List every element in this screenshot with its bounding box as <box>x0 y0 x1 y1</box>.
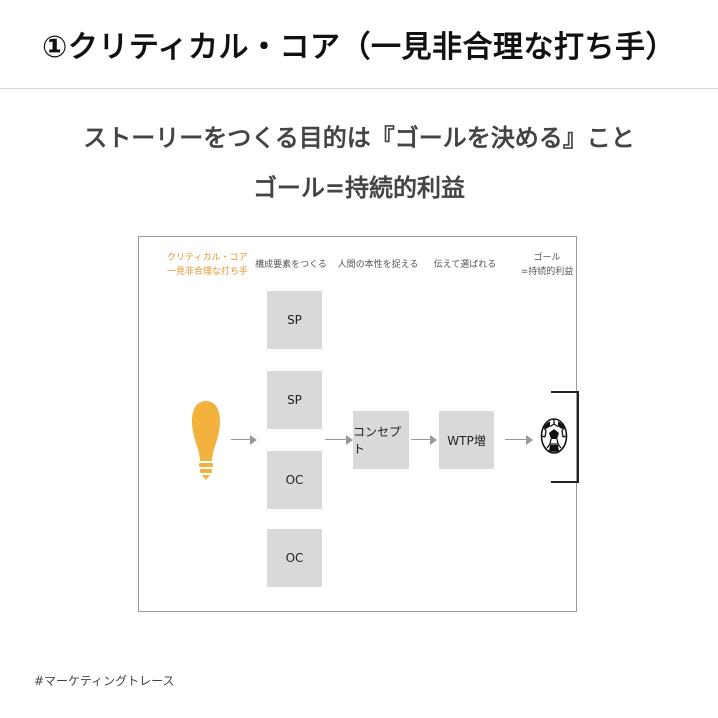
lightbulb-icon <box>192 401 220 480</box>
arrow-wtp-to-goal <box>505 435 533 445</box>
header-goal-line2: =持続的利益 <box>520 267 574 277</box>
arrow-elements-to-concept <box>325 435 353 445</box>
soccer-ball-icon <box>540 418 568 454</box>
header-critical-core: クリティカル・コア 一見非合理な打ち手 <box>167 251 249 279</box>
header-critical-core-line2: 一見非合理な打ち手 <box>167 267 249 277</box>
oc-box-1: OC <box>267 451 322 509</box>
arrow-core-to-elements <box>231 435 257 445</box>
header-concept: 人間の本性を捉える <box>337 260 419 270</box>
subtitle-line-1: ストーリーをつくる目的は『ゴールを決める』こと <box>83 124 635 152</box>
goal-bracket <box>551 391 579 483</box>
header-goal-line1: ゴール <box>533 253 561 263</box>
header-critical-core-line1: クリティカル・コア <box>167 253 248 263</box>
slide-title: ①クリティカル・コア（一見非合理な打ち手） <box>41 30 677 65</box>
subtitle-line-2: ゴール=持続的利益 <box>252 174 466 202</box>
wtp-box: WTP増 <box>439 411 494 469</box>
concept-box: コンセプト <box>353 411 409 469</box>
sp-box-2: SP <box>267 371 322 429</box>
header-wtp: 伝えて選ばれる <box>433 260 497 270</box>
header-goal: ゴール =持続的利益 <box>507 251 587 279</box>
sp-box-1: SP <box>267 291 322 349</box>
oc-box-2: OC <box>267 529 322 587</box>
strategy-diagram: クリティカル・コア 一見非合理な打ち手 構成要素をつくる 人間の本性を捉える 伝… <box>138 236 579 612</box>
title-divider <box>0 88 718 89</box>
footer-hashtag: #マーケティングトレース <box>34 674 175 688</box>
arrow-concept-to-wtp <box>411 435 437 445</box>
header-elements: 構成要素をつくる <box>255 260 327 270</box>
